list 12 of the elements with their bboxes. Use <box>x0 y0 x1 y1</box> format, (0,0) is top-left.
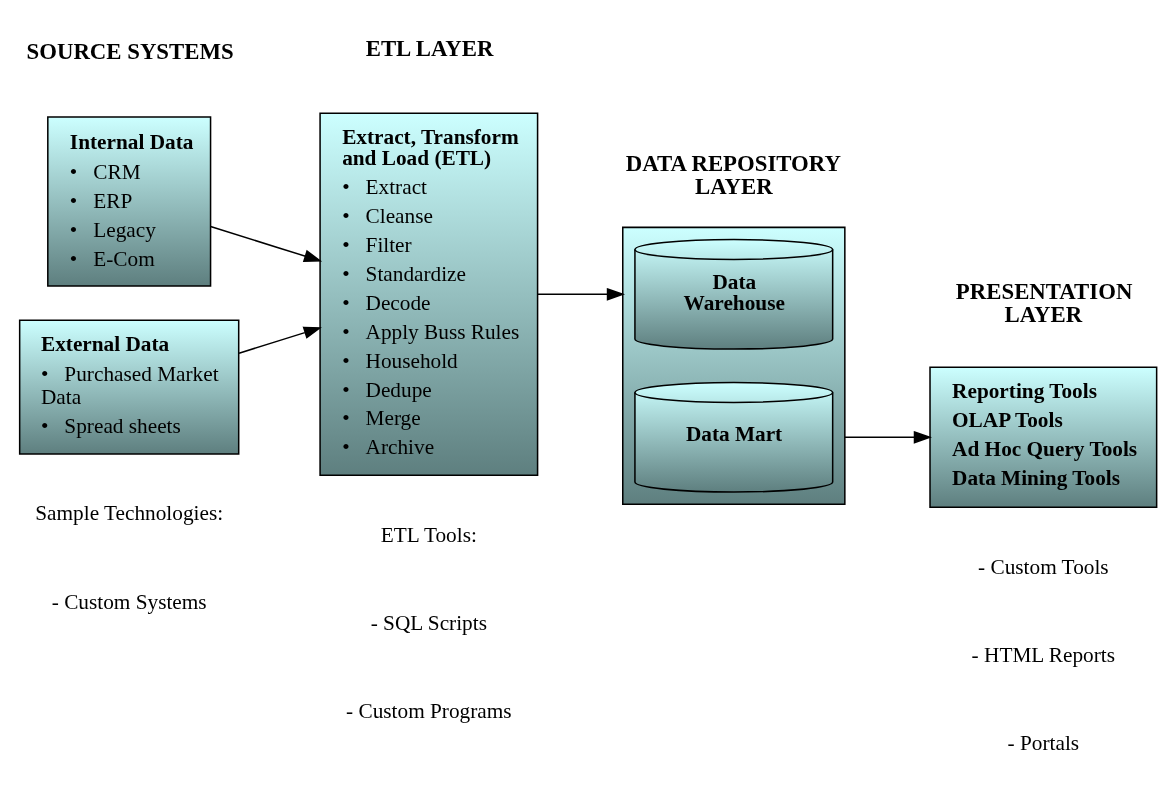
label: PRESENTATION LAYER <box>955 278 1133 327</box>
label: Sample Technologies: <box>35 500 224 525</box>
label: - SQL Scripts <box>370 610 487 635</box>
label: ETL Tools: <box>380 522 477 547</box>
label: DATA REPOSITORY LAYER <box>625 150 841 199</box>
label: - Custom Systems <box>51 589 207 614</box>
label: ETL LAYER <box>365 35 494 61</box>
label: - Portals <box>1007 730 1080 755</box>
label: - HTML Reports <box>971 642 1116 667</box>
label: - Custom Programs <box>346 698 512 723</box>
label: - Custom Tools <box>978 554 1109 579</box>
label: SOURCE SYSTEMS <box>26 38 234 64</box>
